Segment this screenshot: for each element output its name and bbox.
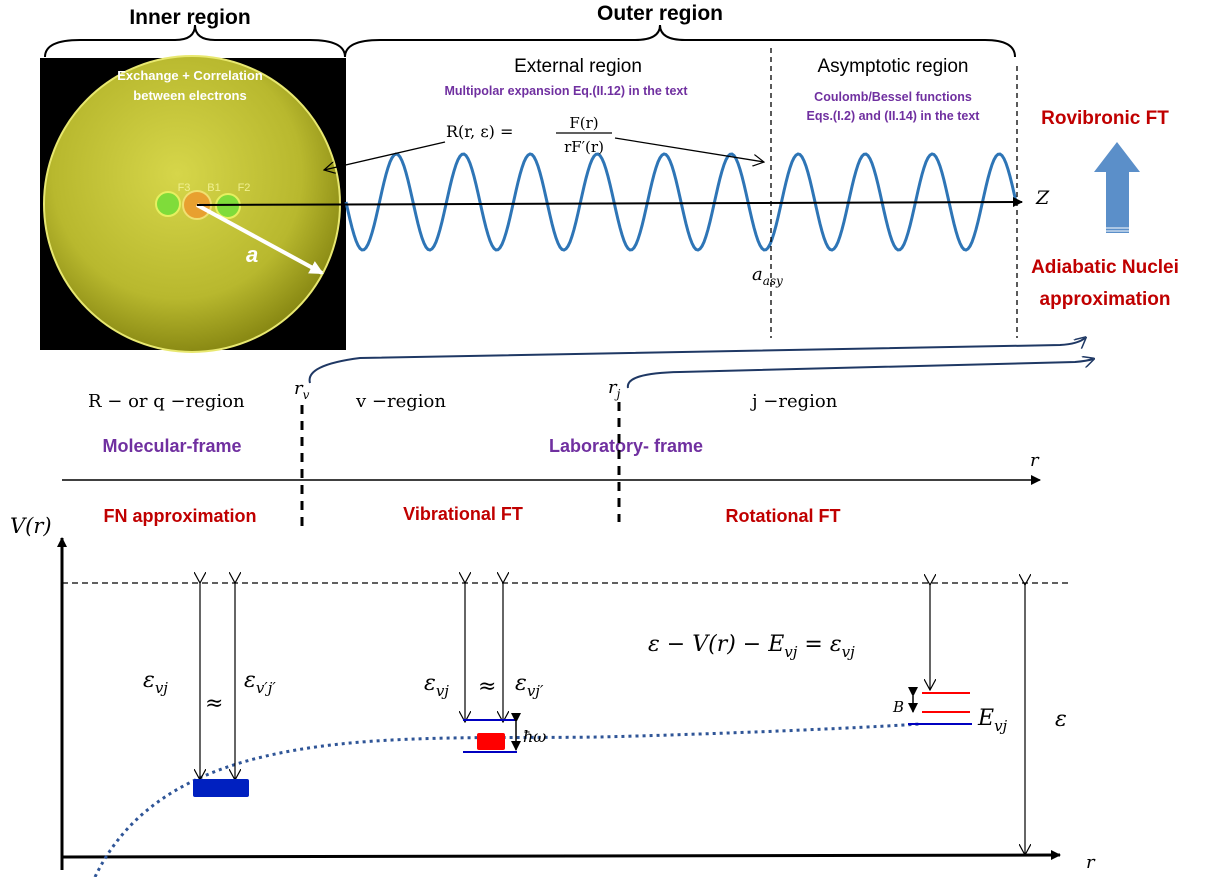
fn-approximation-label: FN approximation xyxy=(103,506,256,526)
z-axis-label: Z xyxy=(1035,187,1050,209)
sphere-label-line1: Exchange + Correlation xyxy=(117,68,263,83)
asymptotic-subtitle-2: Eqs.(I.2) and (II.14) in the text xyxy=(807,109,981,123)
approx-left: ≈ xyxy=(205,691,223,716)
atom-label-f2: F2 xyxy=(238,182,251,194)
rv-curved-arrow xyxy=(308,338,1085,384)
rj-curved-arrow xyxy=(626,359,1093,389)
rj-label: rj xyxy=(608,377,621,401)
r-matrix-arrow-right xyxy=(614,137,764,162)
asymptotic-region-title: Asymptotic region xyxy=(817,56,968,77)
external-region-subtitle: Multipolar expansion Eq.(II.12) in the t… xyxy=(444,84,688,98)
sphere-radius-arrow xyxy=(196,203,324,275)
eps-vj-left: εvj xyxy=(143,668,168,697)
potential-x-axis xyxy=(61,850,1061,861)
j-region-label: j −region xyxy=(750,391,838,412)
energy-equation: ε − V(r) − Evj = εvj xyxy=(648,632,855,661)
adiabatic-label-2: approximation xyxy=(1040,289,1171,310)
e-vj-label: Evj xyxy=(977,706,1008,735)
r-matrix-numerator: F(r) xyxy=(569,114,598,132)
eps-vprime-jprime: εv′j′ xyxy=(244,668,276,697)
inner-region-title: Inner region xyxy=(129,6,250,29)
potential-r-axis-label: r xyxy=(1086,852,1096,873)
z-axis-arrow xyxy=(196,197,1023,208)
approx-mid: ≈ xyxy=(478,674,496,699)
a-asy-label: aasy xyxy=(752,264,783,288)
external-region-title: External region xyxy=(514,56,642,77)
hbar-omega-label: ħω xyxy=(523,727,546,746)
r-axis-frames-label: r xyxy=(1030,450,1040,471)
rv-label: rv xyxy=(294,378,310,402)
v-of-r-label: V(r) xyxy=(10,514,52,538)
atom-f3 xyxy=(155,191,181,217)
b-label: B xyxy=(892,698,904,716)
sphere-label-line2: between electrons xyxy=(133,88,246,103)
atom-label-b1: B1 xyxy=(207,182,220,194)
v-region-label: v −region xyxy=(355,391,446,412)
molecular-frame-label: Molecular-frame xyxy=(102,436,241,456)
asymptotic-subtitle-1: Coulomb/Bessel functions xyxy=(814,90,972,104)
r-matrix-denominator: rF′(r) xyxy=(564,138,604,156)
inner-region-brace xyxy=(44,24,346,58)
atom-label-f3: F3 xyxy=(178,182,191,194)
atom-f2 xyxy=(215,193,241,219)
r-q-region-label: R − or q −region xyxy=(88,391,245,412)
eps-vjprime: εvj′ xyxy=(515,671,544,700)
rotational-ft-label: Rotational FT xyxy=(726,506,841,526)
potential-curve xyxy=(93,722,921,877)
wavefunction-curve xyxy=(344,152,1018,252)
eps-vj-mid: εvj xyxy=(424,671,449,700)
r-matrix-arrow-left xyxy=(324,141,446,170)
laboratory-frame-label: Laboratory- frame xyxy=(549,436,703,456)
rovibronic-ft-label: Rovibronic FT xyxy=(1041,108,1169,129)
r-matrix-lhs: R(r, ε) = xyxy=(446,122,513,141)
vibrational-ft-label: Vibrational FT xyxy=(403,504,523,524)
vibrational-level-bar xyxy=(477,733,505,750)
radius-label: a xyxy=(246,242,258,267)
adiabatic-label-1: Adiabatic Nuclei xyxy=(1031,257,1179,278)
outer-region-brace xyxy=(344,24,1016,58)
ground-level-bar xyxy=(193,779,249,797)
total-energy-label: ε xyxy=(1055,707,1067,732)
up-arrow-icon xyxy=(1094,142,1140,233)
outer-region-title: Outer region xyxy=(597,2,723,25)
